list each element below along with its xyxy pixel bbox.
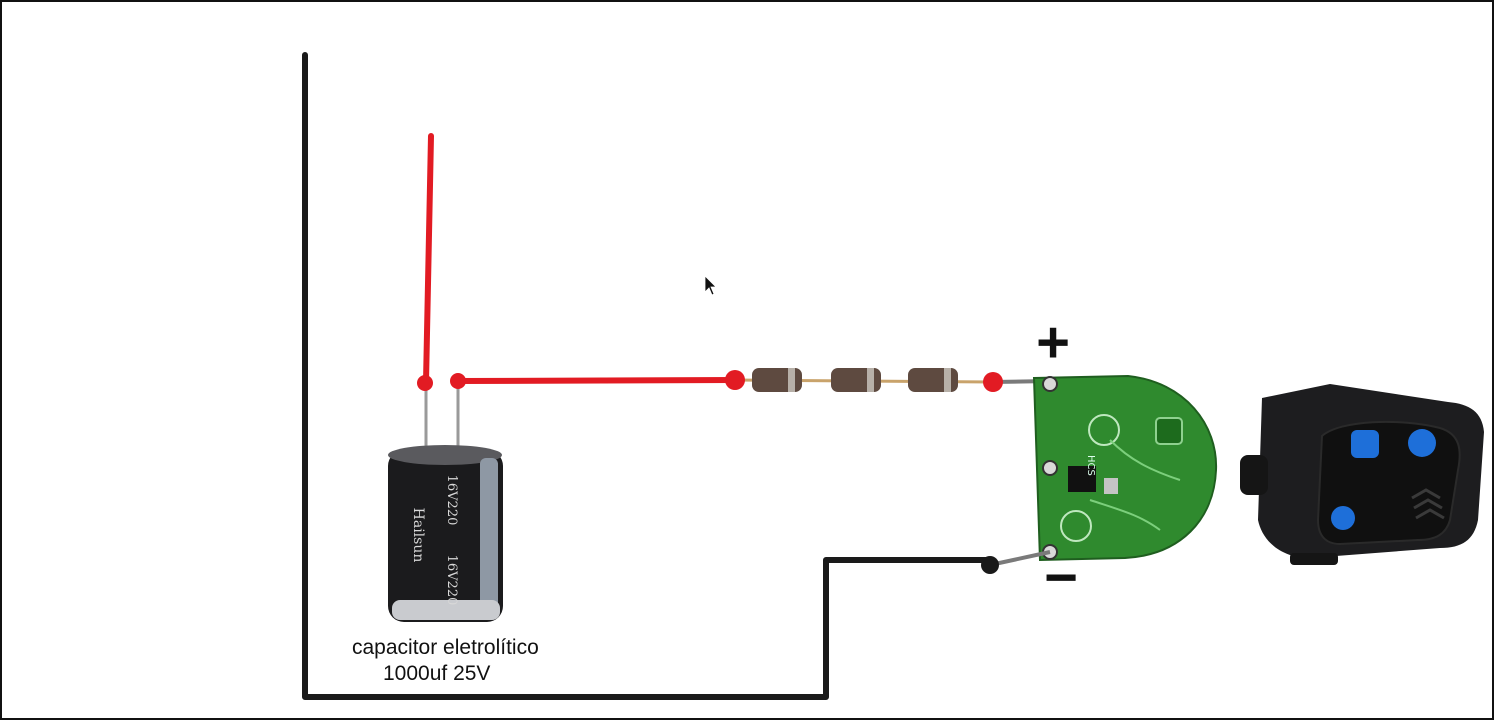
positive-input-wire	[423, 133, 434, 385]
pcb-marking: HCS	[1085, 455, 1096, 476]
junction-dot-cap-right	[450, 373, 466, 389]
cursor-icon	[704, 275, 717, 296]
capacitor-rating-label: 1000uf 25V	[383, 662, 491, 685]
junction-dot-diode-out	[983, 372, 1003, 392]
positive-wire-to-diodes	[456, 377, 736, 384]
junction-dot-diode-in	[725, 370, 745, 390]
remote-control-icon	[1240, 384, 1484, 565]
capacitor-value-print-2: 16V220	[444, 555, 459, 606]
pcb-minus-lead	[989, 550, 1051, 567]
junction-dot-cap-left	[417, 375, 433, 391]
capacitor-value-print: 16V220	[444, 475, 459, 526]
pcb-icon: HCS	[1032, 374, 1218, 562]
diode-icon	[752, 368, 802, 392]
junction-dot-negative	[981, 556, 999, 574]
diode-icon	[831, 368, 881, 392]
diode-icon	[908, 368, 958, 392]
negative-wire	[302, 52, 993, 700]
capacitor-icon: Hailsun 16V220 16V220	[388, 445, 503, 622]
capacitor-brand-print: Hailsun	[410, 508, 426, 563]
polarity-plus-label: +	[1036, 310, 1070, 375]
capacitor-name-label: capacitor eletrolítico	[352, 636, 539, 659]
polarity-minus-label: −	[1044, 545, 1078, 610]
